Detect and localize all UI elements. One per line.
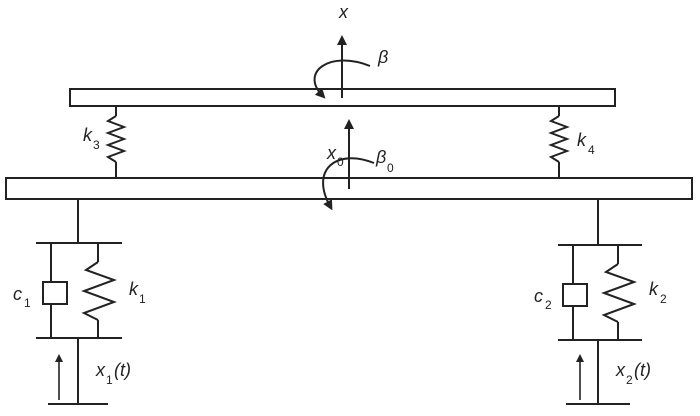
label-x1t-arg: (t) xyxy=(114,360,131,380)
label-x2t: x xyxy=(615,360,626,380)
upper-dof-arrows xyxy=(313,35,371,99)
label-k1: k xyxy=(129,279,139,299)
label-x0: x xyxy=(326,143,337,163)
left-suspension xyxy=(36,199,122,405)
label-k1-sub: 1 xyxy=(139,292,146,306)
label-beta: β xyxy=(377,47,388,67)
label-k3: k xyxy=(83,125,93,145)
label-x2t-sub: 2 xyxy=(626,373,633,387)
label-x1t: x xyxy=(95,360,106,380)
label-k2-sub: 2 xyxy=(660,292,667,306)
label-x1t-sub: 1 xyxy=(106,373,113,387)
label-k3-sub: 3 xyxy=(93,138,100,152)
label-k2: k xyxy=(649,279,659,299)
right-suspension xyxy=(558,199,642,405)
label-beta0-sub: 0 xyxy=(387,161,394,175)
label-x: x xyxy=(338,2,349,22)
label-k4-sub: 4 xyxy=(588,143,595,157)
label-c1: c xyxy=(13,284,22,304)
label-c2: c xyxy=(534,286,543,306)
label-x2t-arg: (t) xyxy=(634,360,651,380)
spring-k3 xyxy=(105,106,127,178)
label-x0-sub: 0 xyxy=(337,155,344,169)
spring-k4 xyxy=(548,106,570,178)
label-beta0: β xyxy=(375,147,386,167)
label-c2-sub: 2 xyxy=(545,298,552,312)
label-c1-sub: 1 xyxy=(24,296,31,310)
lower-dof-arrows xyxy=(322,119,375,211)
label-k4: k xyxy=(577,130,587,150)
